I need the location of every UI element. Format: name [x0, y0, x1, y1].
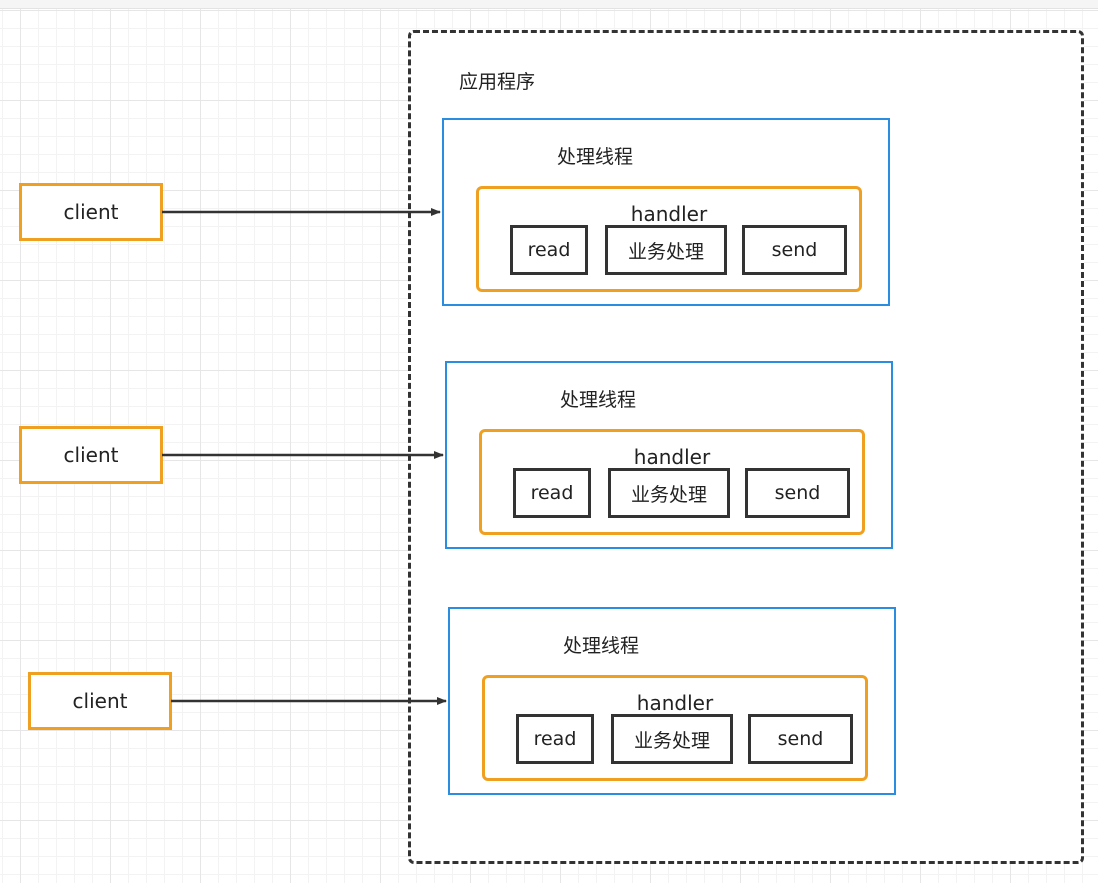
handler-box[interactable]: handler read 业务处理 send [479, 429, 865, 535]
read-step[interactable]: read [510, 225, 588, 275]
processing-thread-1[interactable]: 处理线程 handler read 业务处理 send [442, 118, 890, 306]
handler-title: handler [630, 202, 708, 226]
business-step[interactable]: 业务处理 [605, 225, 727, 275]
thread-title: 处理线程 [557, 146, 634, 168]
read-step[interactable]: read [516, 714, 594, 764]
processing-thread-3[interactable]: 处理线程 handler read 业务处理 send [448, 607, 896, 795]
business-step[interactable]: 业务处理 [611, 714, 733, 764]
thread-title: 处理线程 [560, 389, 637, 411]
client-node-1[interactable]: client [19, 183, 163, 241]
client-node-2[interactable]: client [19, 426, 163, 484]
client-node-3[interactable]: client [28, 672, 172, 730]
handler-box[interactable]: handler read 业务处理 send [476, 186, 862, 292]
processing-thread-2[interactable]: 处理线程 handler read 业务处理 send [445, 361, 893, 549]
send-step[interactable]: send [748, 714, 853, 764]
business-step[interactable]: 业务处理 [608, 468, 730, 518]
handler-title: handler [636, 691, 714, 715]
handler-box[interactable]: handler read 业务处理 send [482, 675, 868, 781]
send-step[interactable]: send [742, 225, 847, 275]
handler-title: handler [633, 445, 711, 469]
application-title: 应用程序 [459, 71, 536, 93]
read-step[interactable]: read [513, 468, 591, 518]
thread-title: 处理线程 [563, 635, 640, 657]
top-toolbar-strip [0, 0, 1098, 9]
send-step[interactable]: send [745, 468, 850, 518]
